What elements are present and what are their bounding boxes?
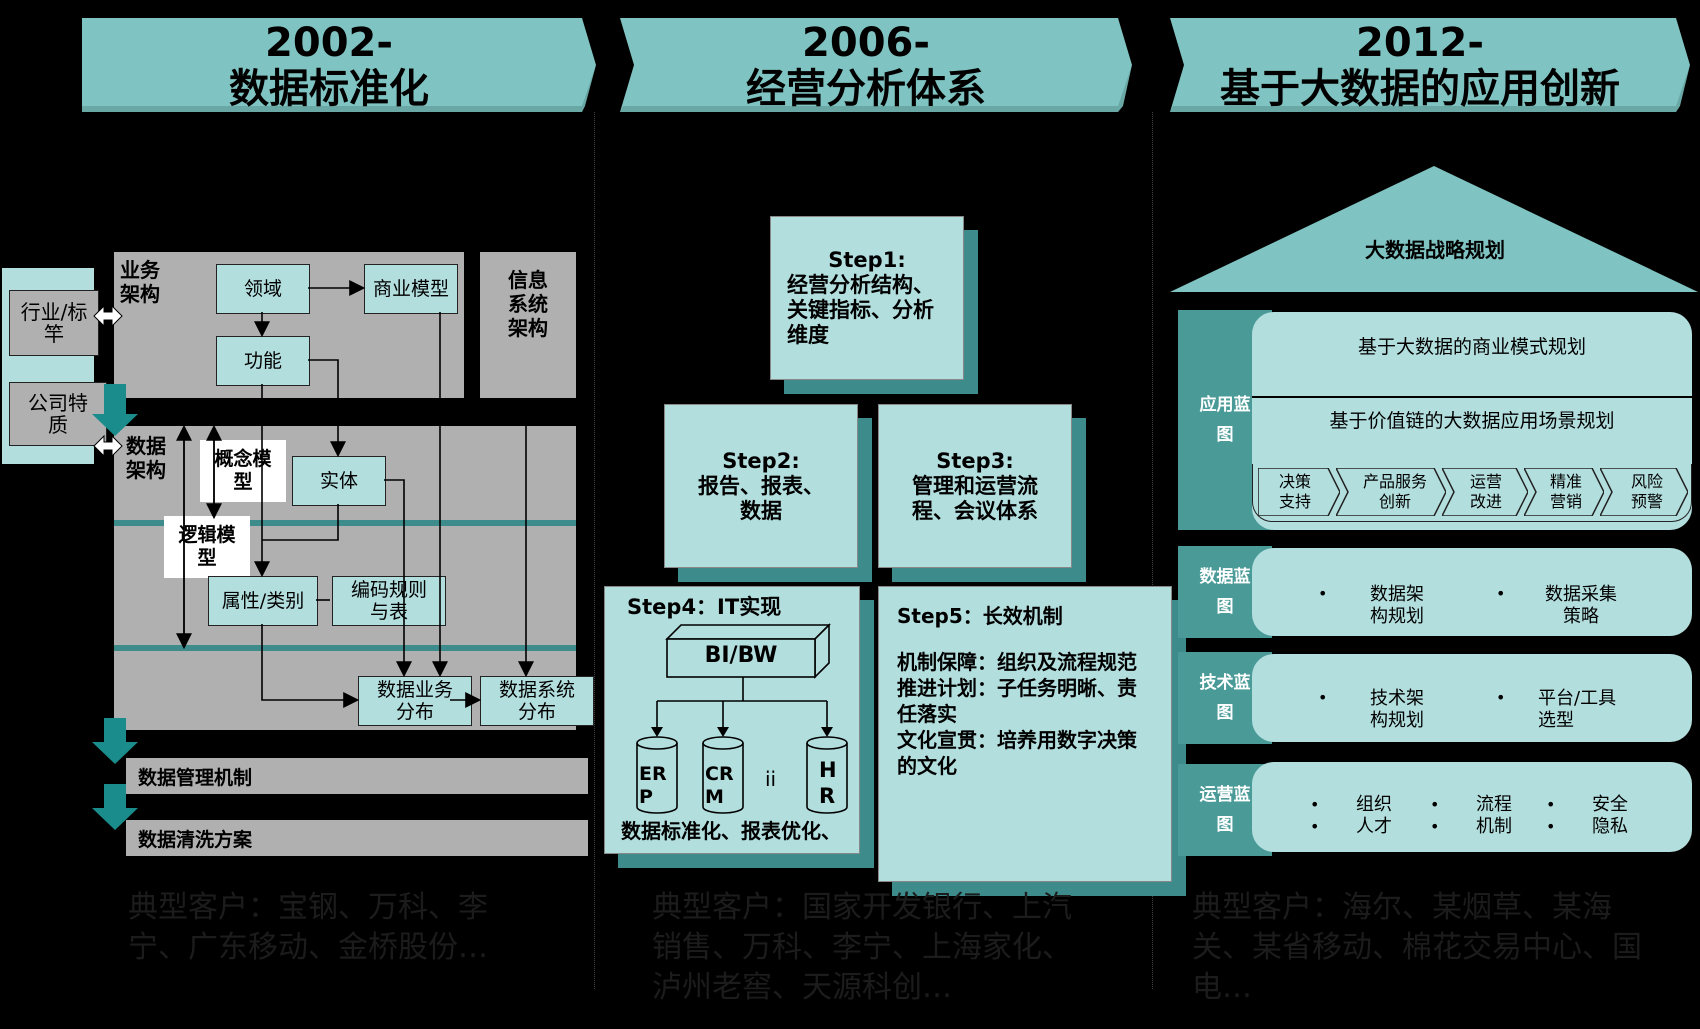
- header-title: 基于大数据的应用创新: [1220, 66, 1620, 112]
- step5-title: Step5：长效机制: [897, 604, 1063, 628]
- header-2012: 2012- 基于大数据的应用创新: [1170, 18, 1690, 112]
- ops-item-1: 组织人才: [1356, 794, 1392, 837]
- header-arrow-shape: [1170, 18, 1690, 112]
- header-year: 2012-: [1356, 20, 1484, 66]
- customers-2002: 典型客户：宝钢、万科、李宁、广东移动、金桥股份…: [128, 890, 488, 965]
- header-arrow-shape: [620, 18, 1132, 112]
- step4-box: Step4：IT实现 BI/BW ERP CRM ii: [604, 586, 860, 854]
- down-arrow: [92, 384, 138, 436]
- erp-label: ERP: [639, 763, 667, 808]
- customers-2012: 典型客户：海尔、某烟草、某海关、某省移动、棉花交易中心、国电…: [1192, 890, 1642, 1005]
- roof-label: 大数据战略规划: [1365, 238, 1505, 262]
- tech-item-1: 技术架构规划: [1370, 688, 1424, 731]
- step3-box: Step3: 管理和运营流程、会议体系: [878, 404, 1072, 568]
- chevron-product: 产品服务创新: [1336, 468, 1446, 516]
- step1-title: Step1:: [828, 248, 906, 272]
- teal-band: [114, 520, 576, 526]
- entity-box: 实体: [292, 456, 386, 506]
- step2-title: Step2:: [722, 448, 800, 473]
- biz-arch-label: 业务架构: [120, 258, 160, 306]
- column-divider: [1152, 112, 1153, 989]
- double-arrow: [93, 434, 123, 458]
- col1-connectors: [92, 280, 534, 830]
- code-rule-box: 编码规则与表: [332, 576, 446, 626]
- customers-2006: 典型客户：国家开发银行、上汽销售、万科、李宁、上海家化、泸州老窖、天源科创…: [652, 890, 1072, 1005]
- chevron-label: 风险预警: [1630, 472, 1663, 511]
- step5-line-3: 文化宣贯：培养用数字决策的文化: [897, 728, 1137, 778]
- app-chevron-frame: [1252, 464, 1692, 522]
- header-arrow-shape: [82, 18, 596, 112]
- header-2002: 2002- 数据标准化: [82, 18, 596, 112]
- header-2006: 2006- 经营分析体系: [620, 18, 1132, 112]
- data-item-1: 数据架构规划: [1370, 584, 1424, 627]
- company-box: 公司特质: [9, 382, 107, 446]
- data-clean-bar: 数据清洗方案: [126, 820, 588, 856]
- roof-triangle: [1170, 166, 1698, 292]
- chevron-decision: 决策支持: [1258, 468, 1340, 516]
- chevron-label: 运营改进: [1469, 472, 1502, 511]
- col1-diagram: 行业/标竿 公司特质 业务架构 信息系统架构 数据架构 概念模型 逻辑模型 领域…: [0, 0, 600, 1029]
- down-arrow: [92, 718, 138, 764]
- crm-label: CRM: [705, 763, 734, 808]
- data-item-2: 数据采集策略: [1545, 584, 1617, 627]
- data-dist-box: 数据业务分布: [358, 676, 472, 726]
- step5-line-1: 机制保障：组织及流程规范: [897, 650, 1137, 674]
- ellipsis-label: ii: [765, 767, 777, 791]
- header-year: 2006-: [802, 20, 930, 66]
- tech-item-2: 平台/工具选型: [1538, 688, 1617, 731]
- industry-box: 行业/标竿: [9, 290, 99, 356]
- bullet: ••: [1310, 795, 1320, 836]
- ops-blueprint-panel: [1252, 762, 1692, 852]
- bullet: •: [1318, 688, 1328, 707]
- ops-item-3: 安全隐私: [1592, 794, 1628, 837]
- down-arrow: [92, 784, 138, 830]
- biz-model-box: 商业模型: [364, 264, 458, 314]
- bullet: •: [1318, 584, 1328, 603]
- chevron-label: 决策支持: [1278, 472, 1311, 511]
- domain-box: 领域: [216, 264, 310, 314]
- column-divider: [594, 112, 595, 989]
- step1-box: Step1: 经营分析结构、关键指标、分析维度: [770, 216, 964, 380]
- bullet: •: [1496, 584, 1506, 603]
- info-arch-label: 信息系统架构: [508, 268, 548, 340]
- bullet: •: [1496, 688, 1506, 707]
- bibw-label: BI/BW: [704, 643, 778, 668]
- hr-label: HR: [819, 758, 837, 808]
- step5-line-2: 推进计划：子任务明晰、责任落实: [897, 676, 1137, 726]
- logic-model-label: 逻辑模型: [164, 516, 250, 578]
- data-blueprint-panel: [1252, 548, 1692, 636]
- step3-title: Step3:: [936, 448, 1014, 473]
- data-arch-label: 数据架构: [126, 434, 166, 482]
- chevron-label: 精准营销: [1549, 472, 1582, 511]
- bullet: ••: [1546, 795, 1556, 836]
- header-title: 数据标准化: [229, 66, 429, 112]
- app-row-2: 基于价值链的大数据应用场景规划: [1329, 410, 1615, 432]
- chevron-label: 产品服务创新: [1362, 472, 1427, 511]
- sys-dist-box: 数据系统分布: [480, 676, 594, 726]
- ops-item-2: 流程机制: [1476, 794, 1512, 837]
- function-box: 功能: [216, 336, 310, 386]
- header-year: 2002-: [265, 20, 393, 66]
- data-mgmt-bar: 数据管理机制: [126, 758, 588, 794]
- step2-body: 报告、报表、数据: [698, 473, 824, 523]
- step4-title: Step4：IT实现: [627, 595, 782, 619]
- step3-body: 管理和运营流程、会议体系: [912, 473, 1038, 523]
- step4-bottom-text: 数据标准化、报表优化、: [621, 819, 841, 843]
- header-title: 经营分析体系: [746, 66, 986, 112]
- double-arrow: [93, 304, 123, 328]
- attr-box: 属性/类别: [208, 576, 318, 626]
- tech-blueprint-panel: [1252, 654, 1692, 742]
- chevron-marketing: 精准营销: [1524, 468, 1604, 516]
- step4-it-diagram: [636, 623, 848, 814]
- bullet: ••: [1430, 795, 1440, 836]
- info-arch-area: [480, 252, 576, 398]
- app-divider: [1252, 396, 1692, 398]
- step1-body: 经营分析结构、关键指标、分析维度: [787, 273, 934, 347]
- step5-box: Step5：长效机制 机制保障：组织及流程规范 推进计划：子任务明晰、责任落实 …: [878, 586, 1172, 882]
- chevron-ops: 运营改进: [1442, 468, 1528, 516]
- teal-band: [114, 645, 576, 651]
- step2-box: Step2: 报告、报表、数据: [664, 404, 858, 568]
- app-row-1: 基于大数据的商业模式规划: [1357, 336, 1586, 358]
- chevron-risk: 风险预警: [1600, 468, 1688, 516]
